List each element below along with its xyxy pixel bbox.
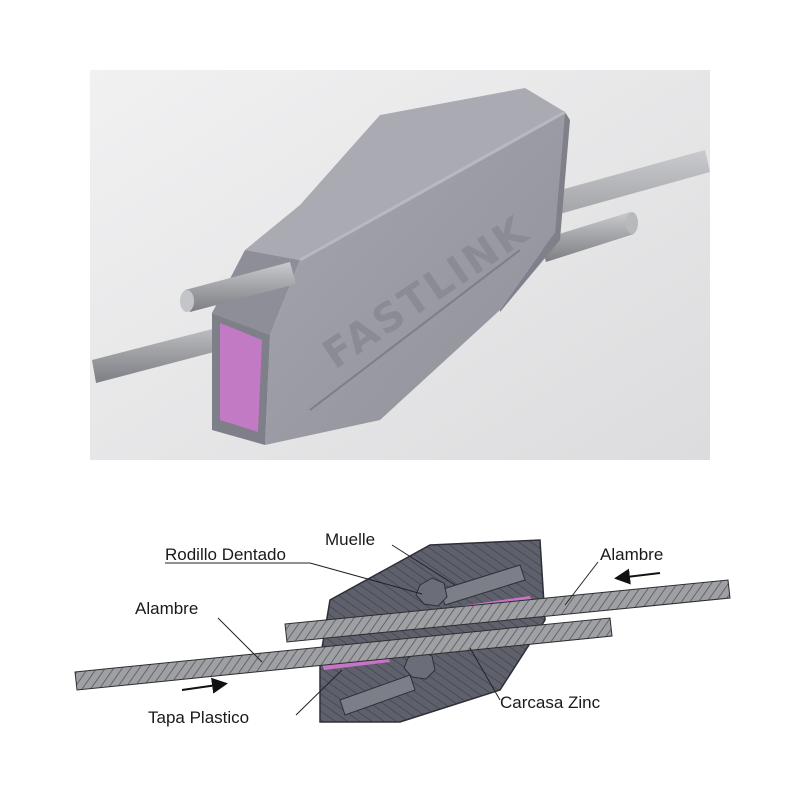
callout-lines <box>165 544 599 716</box>
callout-line-alambre-left <box>217 617 263 663</box>
callout-line-tapa <box>295 669 343 716</box>
label-carcasa-zinc: Carcasa Zinc <box>500 693 601 712</box>
label-tapa-plastico: Tapa Plastico <box>148 708 249 727</box>
housing-ridge <box>299 110 566 262</box>
section-diagram: Muelle Rodillo Dentado Alambre Alambre T… <box>74 530 731 727</box>
wire-right <box>284 579 731 643</box>
arrow-right-wire <box>614 568 661 585</box>
wire-upper-stub-end <box>626 212 638 234</box>
label-alambre-right: Alambre <box>600 545 663 564</box>
wire-front-stub <box>185 262 296 312</box>
plastic-cap <box>220 323 262 432</box>
callout-line-carcasa <box>469 647 501 701</box>
housing-groove <box>309 249 521 411</box>
wire-front-stub-end <box>180 290 194 312</box>
render-3d: FASTLINK <box>90 70 710 460</box>
wire-left <box>74 617 613 691</box>
label-alambre-left: Alambre <box>135 599 198 618</box>
spring-channel-lower <box>339 674 416 716</box>
callout-line-rodillo-pointer <box>309 562 423 595</box>
arrow-left-wire <box>181 677 228 694</box>
housing <box>212 88 570 445</box>
toothed-roller-upper <box>415 577 448 607</box>
callout-line-muelle <box>391 544 456 586</box>
label-muelle: Muelle <box>325 530 375 549</box>
housing-front-face <box>265 112 565 445</box>
callout-line-alambre-right <box>564 561 599 606</box>
wire-upper-stub <box>540 212 634 262</box>
label-rodillo-dentado: Rodillo Dentado <box>165 545 286 564</box>
